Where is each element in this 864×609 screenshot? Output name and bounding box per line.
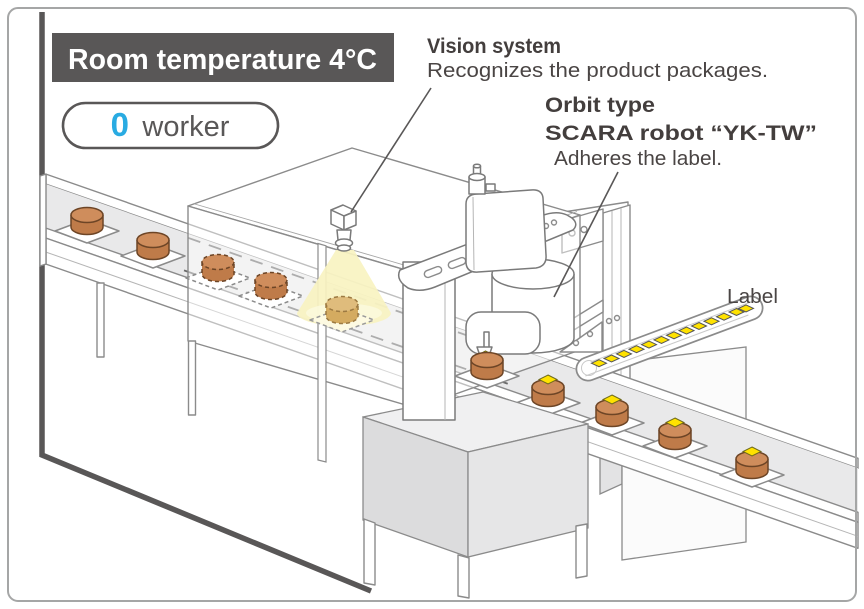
vision-system-title: Vision system <box>427 35 561 58</box>
robot-end-effector <box>483 331 490 349</box>
scara-robot <box>397 163 577 421</box>
conveyor-leg <box>96 282 105 358</box>
page-title: Room temperature 4°C <box>68 44 377 76</box>
belt-lane-dashes <box>183 269 516 388</box>
robot-title-line1: Orbit type <box>545 93 655 117</box>
worker-badge: 0 worker <box>61 101 280 150</box>
enclosure-leg <box>187 340 197 416</box>
label-annotation: Label <box>727 286 778 308</box>
cold-room-boundary-line <box>39 12 373 594</box>
robot-table <box>362 391 589 599</box>
vision-camera-icon <box>330 204 357 252</box>
worker-label: worker <box>141 111 229 143</box>
vision-leader-line <box>350 87 432 213</box>
robot-leader-line <box>553 171 619 298</box>
robot-title-line2: SCARA robot “YK-TW” <box>545 121 817 145</box>
page-border <box>7 7 857 602</box>
vision-system-description: Recognizes the product packages. <box>427 60 768 82</box>
label-feeder <box>559 295 764 382</box>
robot-head <box>465 189 547 273</box>
worker-count: 0 <box>111 106 129 143</box>
header-bar: Room temperature 4°C <box>52 33 394 82</box>
svg-text:0 worker: 0 worker <box>111 106 230 143</box>
robot-description: Adheres the label. <box>554 148 722 170</box>
